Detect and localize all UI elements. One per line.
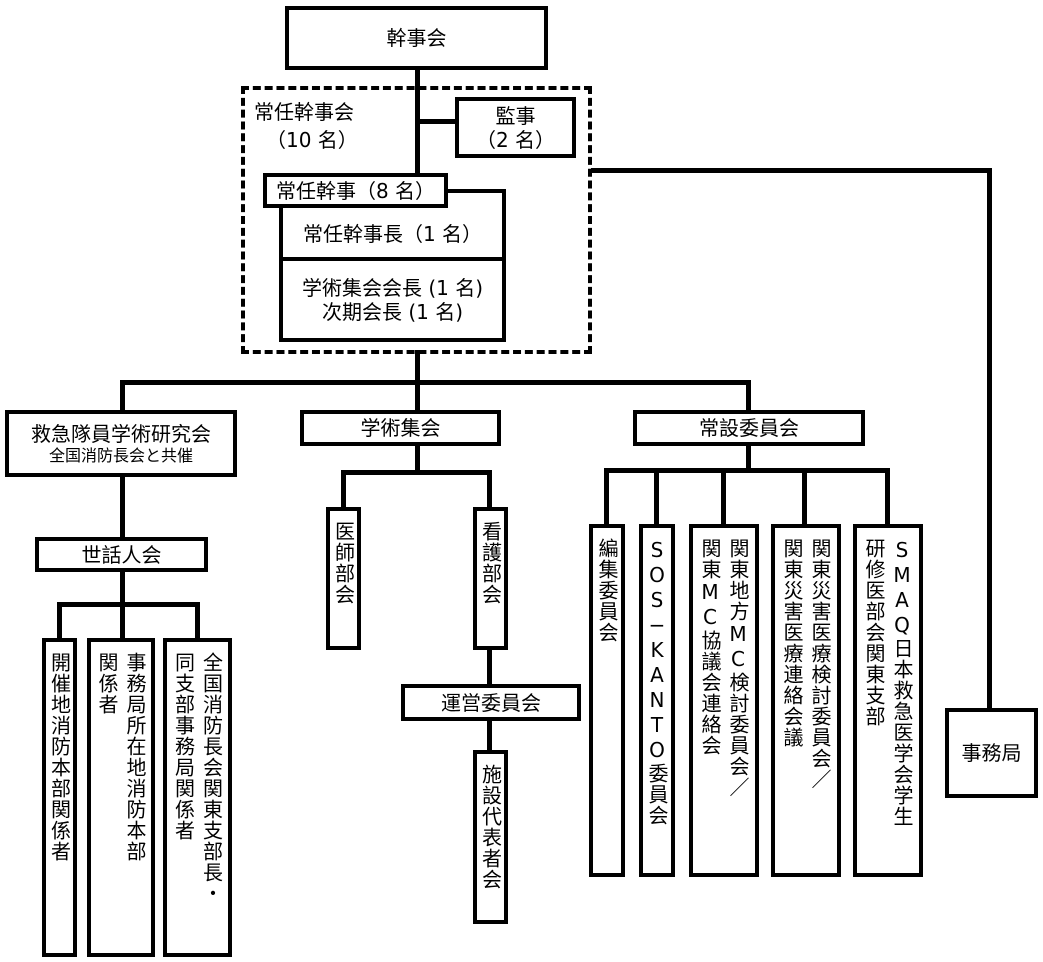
connector-section-nurses (487, 470, 492, 510)
connector-secretariat-h (591, 168, 992, 173)
connector-committee-5 (885, 468, 890, 526)
connector-secretariat-v (987, 168, 992, 710)
committee-smaq-col2: 研修医部会関東支部 (862, 538, 886, 727)
connector-ems-organizers (120, 476, 125, 540)
secretariat-box: 事務局 (945, 708, 1038, 798)
doctors-section-label: 医師部会 (331, 521, 356, 605)
nurses-section-label: 看護部会 (478, 521, 503, 605)
committee-editorial-label: 編集委員会 (595, 538, 619, 643)
ems-research-title: 救急隊員学術研究会 (31, 421, 211, 446)
committee-smaq-box: SMAQ日本救急医学会学生 研修医部会関東支部 (853, 524, 923, 877)
officers-divider (283, 257, 502, 261)
connector-nurses-steering (487, 648, 492, 686)
connector-main-horizontal (120, 380, 751, 385)
standing-committees-label: 常設委員会 (699, 416, 799, 440)
connector-committees-h (604, 468, 890, 473)
board-of-directors-box: 幹事会 (285, 6, 548, 70)
standing-board-title: 常任幹事会 (254, 100, 354, 124)
board-of-directors-label: 幹事会 (386, 26, 447, 50)
member-secretariat-fd-col1: 事務局所在地消防本部 (123, 652, 147, 862)
connector-ems-drop (120, 380, 125, 412)
committee-kanto-mc-col2: 関東MC協議会連絡会 (698, 538, 722, 756)
committee-kanto-mc-col1: 関東地方MC検討委員会／ (726, 538, 750, 798)
connector-top-vertical (415, 69, 420, 180)
connector-board-down (415, 350, 420, 384)
member-box-secretariat-fd: 事務局所在地消防本部 関係者 (87, 638, 155, 957)
committee-kanto-mc-box: 関東地方MC検討委員会／ 関東MC協議会連絡会 (689, 524, 759, 877)
facility-reps-box: 施設代表者会 (473, 750, 508, 924)
standing-committees-box: 常設委員会 (633, 410, 865, 446)
facility-reps-label: 施設代表者会 (478, 764, 503, 890)
connector-committee-1 (604, 468, 609, 526)
connector-member-3 (195, 602, 200, 640)
ems-research-subtitle: 全国消防長会と共催 (48, 445, 193, 465)
connector-congress-drop (415, 380, 420, 412)
connector-members-h (57, 602, 200, 607)
organizers-label: 世話人会 (81, 542, 162, 567)
officers-inner-box: 常任幹事長（1 名） 学術集会会長 (1 名) 次期会長 (1 名) (279, 189, 506, 342)
auditor-label: 監事 (495, 103, 536, 128)
member-chiefs-col2: 同支部事務局関係者 (171, 652, 196, 841)
chair-row: 常任幹事長（1 名） (283, 211, 502, 257)
doctors-section-box: 医師部会 (326, 507, 361, 650)
member-chiefs-col1: 全国消防長会関東支部長・ (199, 652, 224, 904)
standing-directors-box: 常任幹事（8 名） (263, 173, 448, 208)
connector-member-1 (57, 602, 62, 640)
committee-kanto-disaster-col2: 関東災害医療連絡会議 (780, 538, 804, 748)
connector-congress-down (415, 445, 420, 475)
connector-committee-drop (746, 380, 751, 412)
committee-editorial-box: 編集委員会 (589, 524, 625, 877)
secretariat-label: 事務局 (961, 741, 1022, 765)
auditor-count: （2 名） (475, 127, 556, 152)
member-secretariat-fd-col2: 関係者 (95, 652, 119, 715)
connector-committee-down (746, 445, 751, 473)
congress-label: 学術集会 (360, 416, 441, 440)
ems-research-box: 救急隊員学術研究会 全国消防長会と共催 (5, 410, 237, 477)
standing-board-group (241, 86, 592, 354)
committee-kanto-disaster-box: 関東災害医療検討委員会／ 関東災害医療連絡会議 (771, 524, 841, 877)
connector-committee-4 (802, 468, 807, 526)
member-box-host: 開催地消防本部関係者 (42, 638, 77, 957)
connector-section-doctors (341, 470, 346, 510)
committee-kanto-disaster-col1: 関東災害医療検討委員会／ (808, 538, 832, 790)
connector-sections-h (341, 470, 492, 475)
committee-sos-kanto-label: SOS−KANTO委員会 (645, 538, 669, 826)
congress-president-label: 学術集会会長 (1 名) (301, 275, 484, 300)
chair-label: 常任幹事長（1 名） (302, 222, 483, 246)
committee-sos-kanto-box: SOS−KANTO委員会 (639, 524, 675, 877)
connector-steering-facility (487, 718, 492, 752)
connector-committee-2 (654, 468, 659, 526)
standing-directors-label: 常任幹事（8 名） (275, 178, 436, 203)
congress-box: 学術集会 (300, 410, 501, 446)
auditor-box: 監事 （2 名） (455, 97, 576, 158)
standing-board-count: （10 名） (266, 128, 358, 152)
member-host-label: 開催地消防本部関係者 (47, 652, 72, 862)
next-president-label: 次期会長 (1 名) (321, 299, 464, 324)
member-box-chiefs: 全国消防長会関東支部長・ 同支部事務局関係者 (163, 638, 232, 957)
steering-committee-box: 運営委員会 (401, 684, 581, 721)
connector-auditor (415, 119, 457, 124)
connector-committee-3 (721, 468, 726, 526)
committee-smaq-col1: SMAQ日本救急医学会学生 (890, 538, 914, 827)
presidents-row: 学術集会会長 (1 名) 次期会長 (1 名) (302, 261, 483, 338)
nurses-section-box: 看護部会 (473, 507, 508, 650)
organizers-box: 世話人会 (35, 537, 208, 572)
steering-committee-label: 運営委員会 (441, 690, 541, 715)
